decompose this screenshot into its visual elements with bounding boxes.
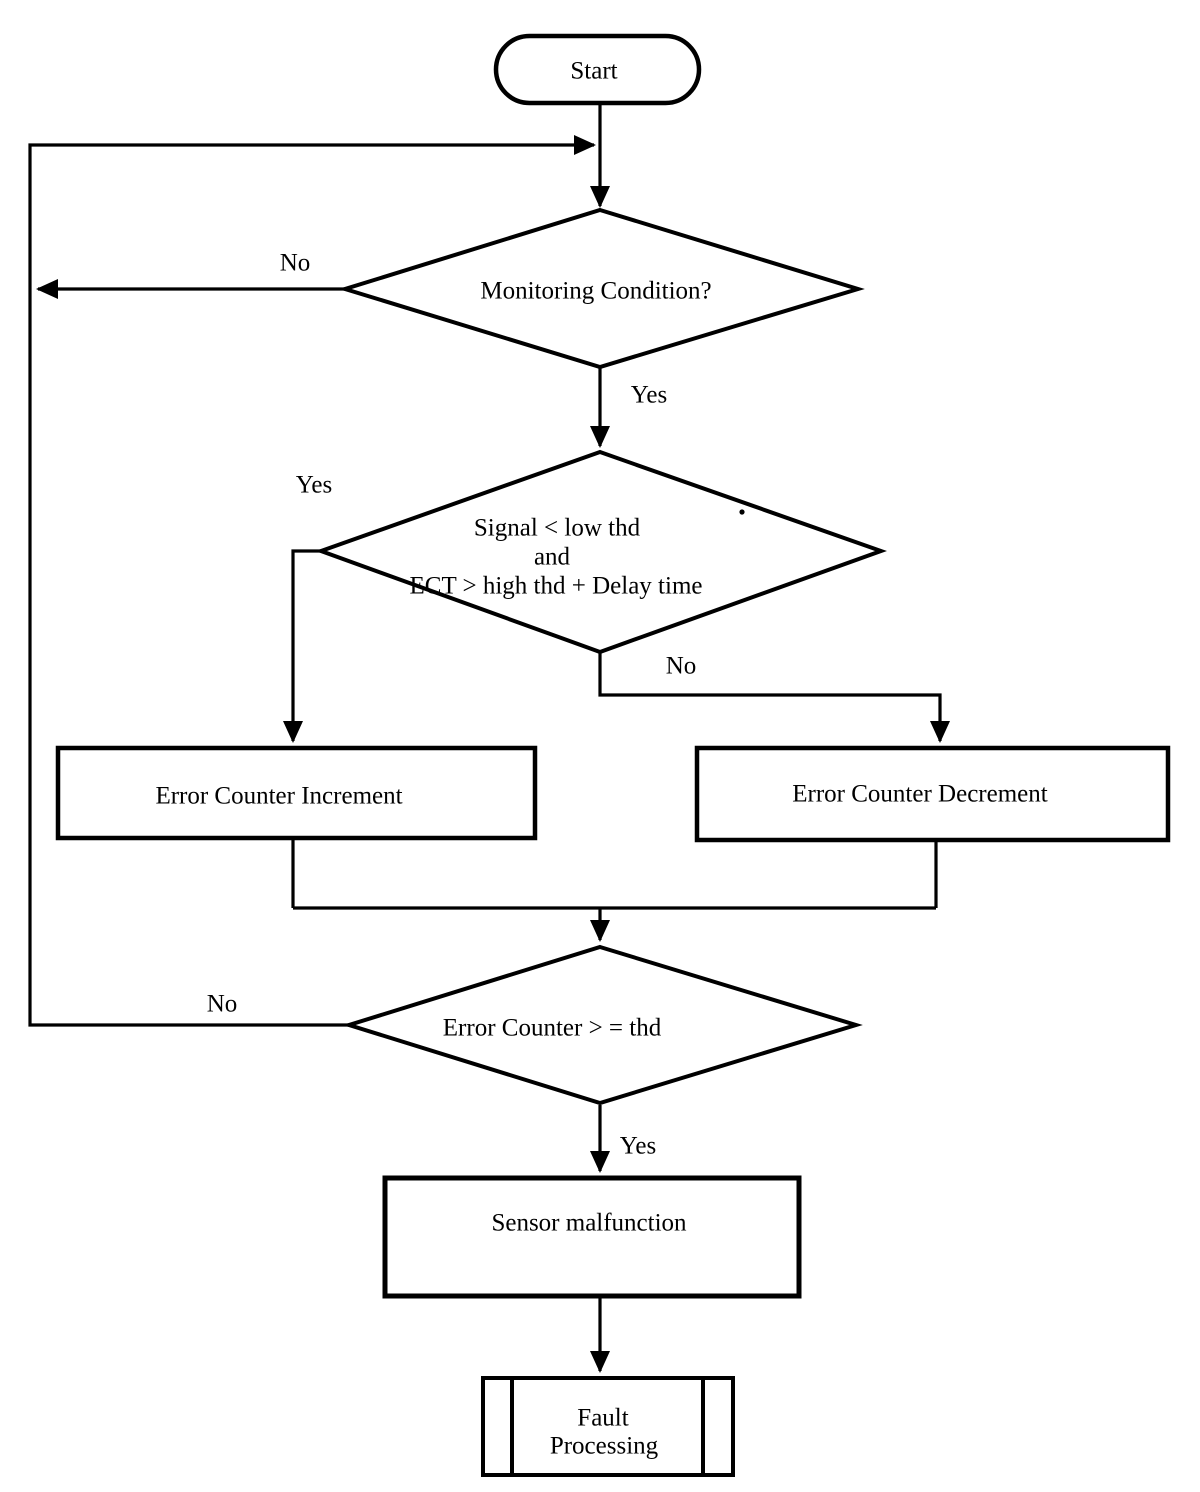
- signal-check-label-line1: Signal < low thd: [474, 515, 641, 542]
- node-sensor-malfunction: Sensor malfunction: [382, 1175, 802, 1299]
- signal-check-decision-shape: [315, 449, 887, 655]
- error-counter-decrement-label: Error Counter Decrement: [792, 781, 1047, 808]
- sensor-malfunction-process-shape: [382, 1175, 802, 1299]
- edge-label-threshold-yes: Yes: [620, 1133, 656, 1160]
- edge-label-monitoring-no: No: [280, 250, 311, 277]
- start-terminator-shape: [493, 33, 702, 106]
- signal-check-label-line3: ECT > high thd + Delay time: [410, 573, 703, 600]
- edge-threshold-no-loop: [28, 135, 596, 1027]
- monitoring-decision-shape: [338, 207, 865, 370]
- edge-signal-no: [598, 652, 950, 743]
- node-fault-processing: Fault Processing: [481, 1376, 735, 1477]
- increment-process-shape: [55, 745, 538, 841]
- node-error-counter-threshold: Error Counter > = thd: [342, 944, 863, 1106]
- threshold-decision-shape: [342, 944, 863, 1106]
- edge-label-monitoring-yes: Yes: [631, 382, 667, 409]
- node-signal-check: Signal < low thd and ECT > high thd + De…: [315, 449, 887, 655]
- fault-processing-label-line1: Fault: [577, 1405, 628, 1432]
- start-label: Start: [570, 58, 617, 85]
- error-counter-threshold-label: Error Counter > = thd: [443, 1015, 662, 1042]
- node-error-counter-increment: Error Counter Increment: [55, 745, 538, 841]
- edge-label-signal-no: No: [666, 653, 697, 680]
- decrement-process-shape: [694, 745, 1171, 843]
- node-monitoring-condition: Monitoring Condition?: [338, 207, 865, 370]
- edge-label-threshold-no: No: [207, 991, 238, 1018]
- node-start: Start: [493, 33, 702, 106]
- error-counter-increment-label: Error Counter Increment: [155, 783, 402, 810]
- stray-mark: [739, 509, 745, 515]
- node-error-counter-decrement: Error Counter Decrement: [694, 745, 1171, 843]
- sensor-malfunction-label: Sensor malfunction: [491, 1210, 687, 1237]
- signal-check-label-line2: and: [534, 544, 571, 571]
- fault-processing-label-line2: Processing: [550, 1433, 659, 1460]
- fault-processing-shape: [481, 1376, 735, 1477]
- edge-label-signal-yes: Yes: [296, 472, 332, 499]
- edge-signal-yes: [283, 549, 328, 743]
- monitoring-condition-label: Monitoring Condition?: [480, 278, 711, 305]
